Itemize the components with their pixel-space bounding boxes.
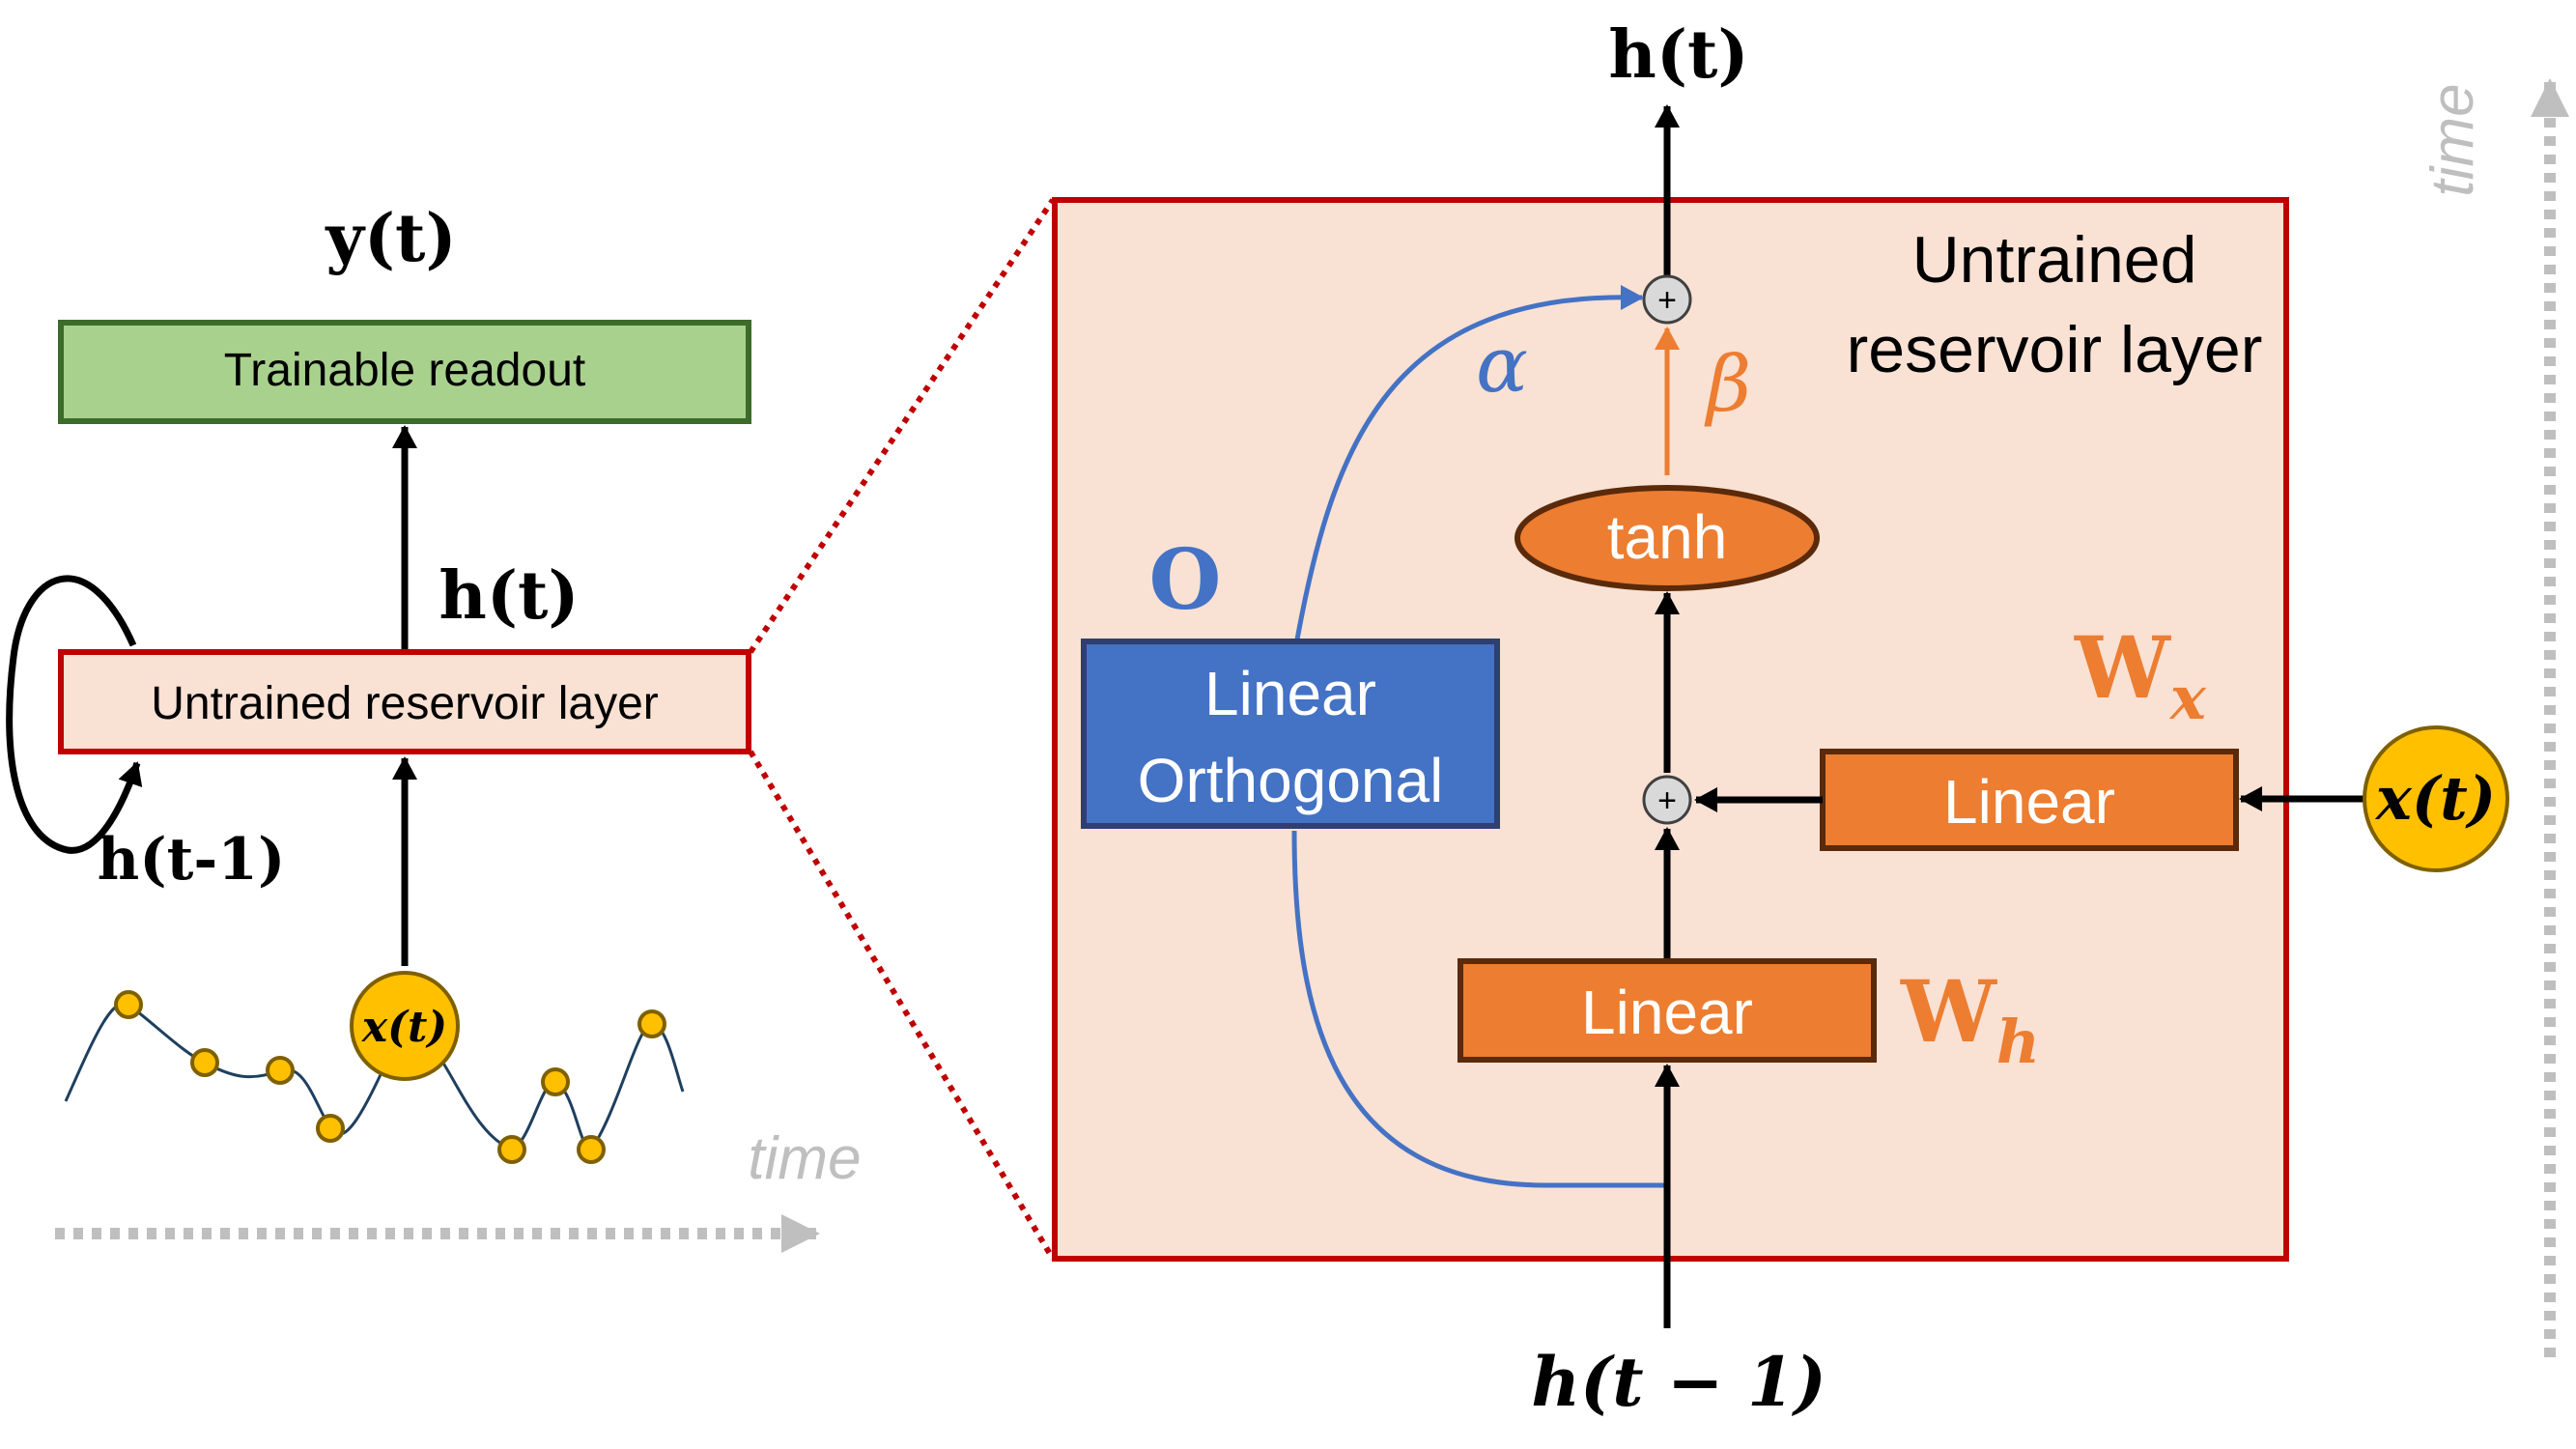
zoom-line-top xyxy=(748,198,1056,654)
wx-sub: x xyxy=(2168,663,2207,733)
orth-label-line1: Linear xyxy=(1204,659,1376,728)
beta-label: β xyxy=(1704,339,1751,429)
wx-main: W xyxy=(2074,617,2171,718)
panel-title-line1: Untrained xyxy=(1912,223,2197,297)
sum-node-mid-symbol: + xyxy=(1657,782,1677,819)
sum-node-mid xyxy=(1642,775,1692,825)
series-point xyxy=(190,1048,219,1077)
tanh-label: tanh xyxy=(1607,502,1728,572)
left-output-label: y(t) xyxy=(325,200,456,277)
panel-title-line2: reservoir layer xyxy=(1847,313,2263,386)
time-series-points xyxy=(114,990,666,1164)
zoom-line-bottom xyxy=(748,750,1056,1261)
left-reservoir-box xyxy=(58,649,751,754)
left-input-node xyxy=(350,971,460,1081)
tanh-node xyxy=(1514,485,1820,591)
readout-label: Trainable readout xyxy=(224,345,585,396)
series-point xyxy=(497,1135,526,1164)
wh-box-label: Linear xyxy=(1581,978,1753,1047)
alpha-label: α xyxy=(1476,320,1528,410)
orthogonal-box xyxy=(1081,639,1500,829)
side-time-label: time xyxy=(2420,83,2486,196)
left-time-label: time xyxy=(748,1125,861,1192)
left-recurrent-label: h(t-1) xyxy=(98,826,286,894)
orth-symbol: O xyxy=(1149,531,1222,629)
left-hidden-label: h(t) xyxy=(439,557,579,635)
series-point xyxy=(266,1056,295,1085)
orth-label-line2: Orthogonal xyxy=(1138,746,1444,815)
wx-box xyxy=(1820,749,2239,851)
series-point xyxy=(114,990,143,1019)
sum-node-top-symbol: + xyxy=(1657,282,1677,319)
readout-box xyxy=(58,320,751,424)
series-point xyxy=(541,1067,570,1096)
wh-label: Wh xyxy=(1900,961,2040,1077)
alpha-curve xyxy=(1291,295,1667,1188)
wh-box xyxy=(1458,958,1877,1063)
series-point xyxy=(577,1135,606,1164)
wx-box-label: Linear xyxy=(1943,767,2115,837)
left-reservoir-label: Untrained reservoir layer xyxy=(151,678,659,729)
right-input-node xyxy=(2363,725,2509,872)
right-output-label: h(t) xyxy=(1608,16,1748,94)
sum-node-top xyxy=(1642,274,1692,325)
wh-main: W xyxy=(1900,961,1997,1062)
left-input-label: x(t) xyxy=(361,1003,447,1052)
series-point xyxy=(637,1009,666,1038)
wx-label: Wx xyxy=(2074,617,2207,733)
right-bottom-label: h(t − 1) xyxy=(1531,1342,1826,1422)
wh-sub: h xyxy=(1996,1007,2040,1077)
right-input-label: x(t) xyxy=(2374,763,2496,834)
recurrent-loop xyxy=(6,575,143,854)
series-point xyxy=(316,1114,345,1143)
